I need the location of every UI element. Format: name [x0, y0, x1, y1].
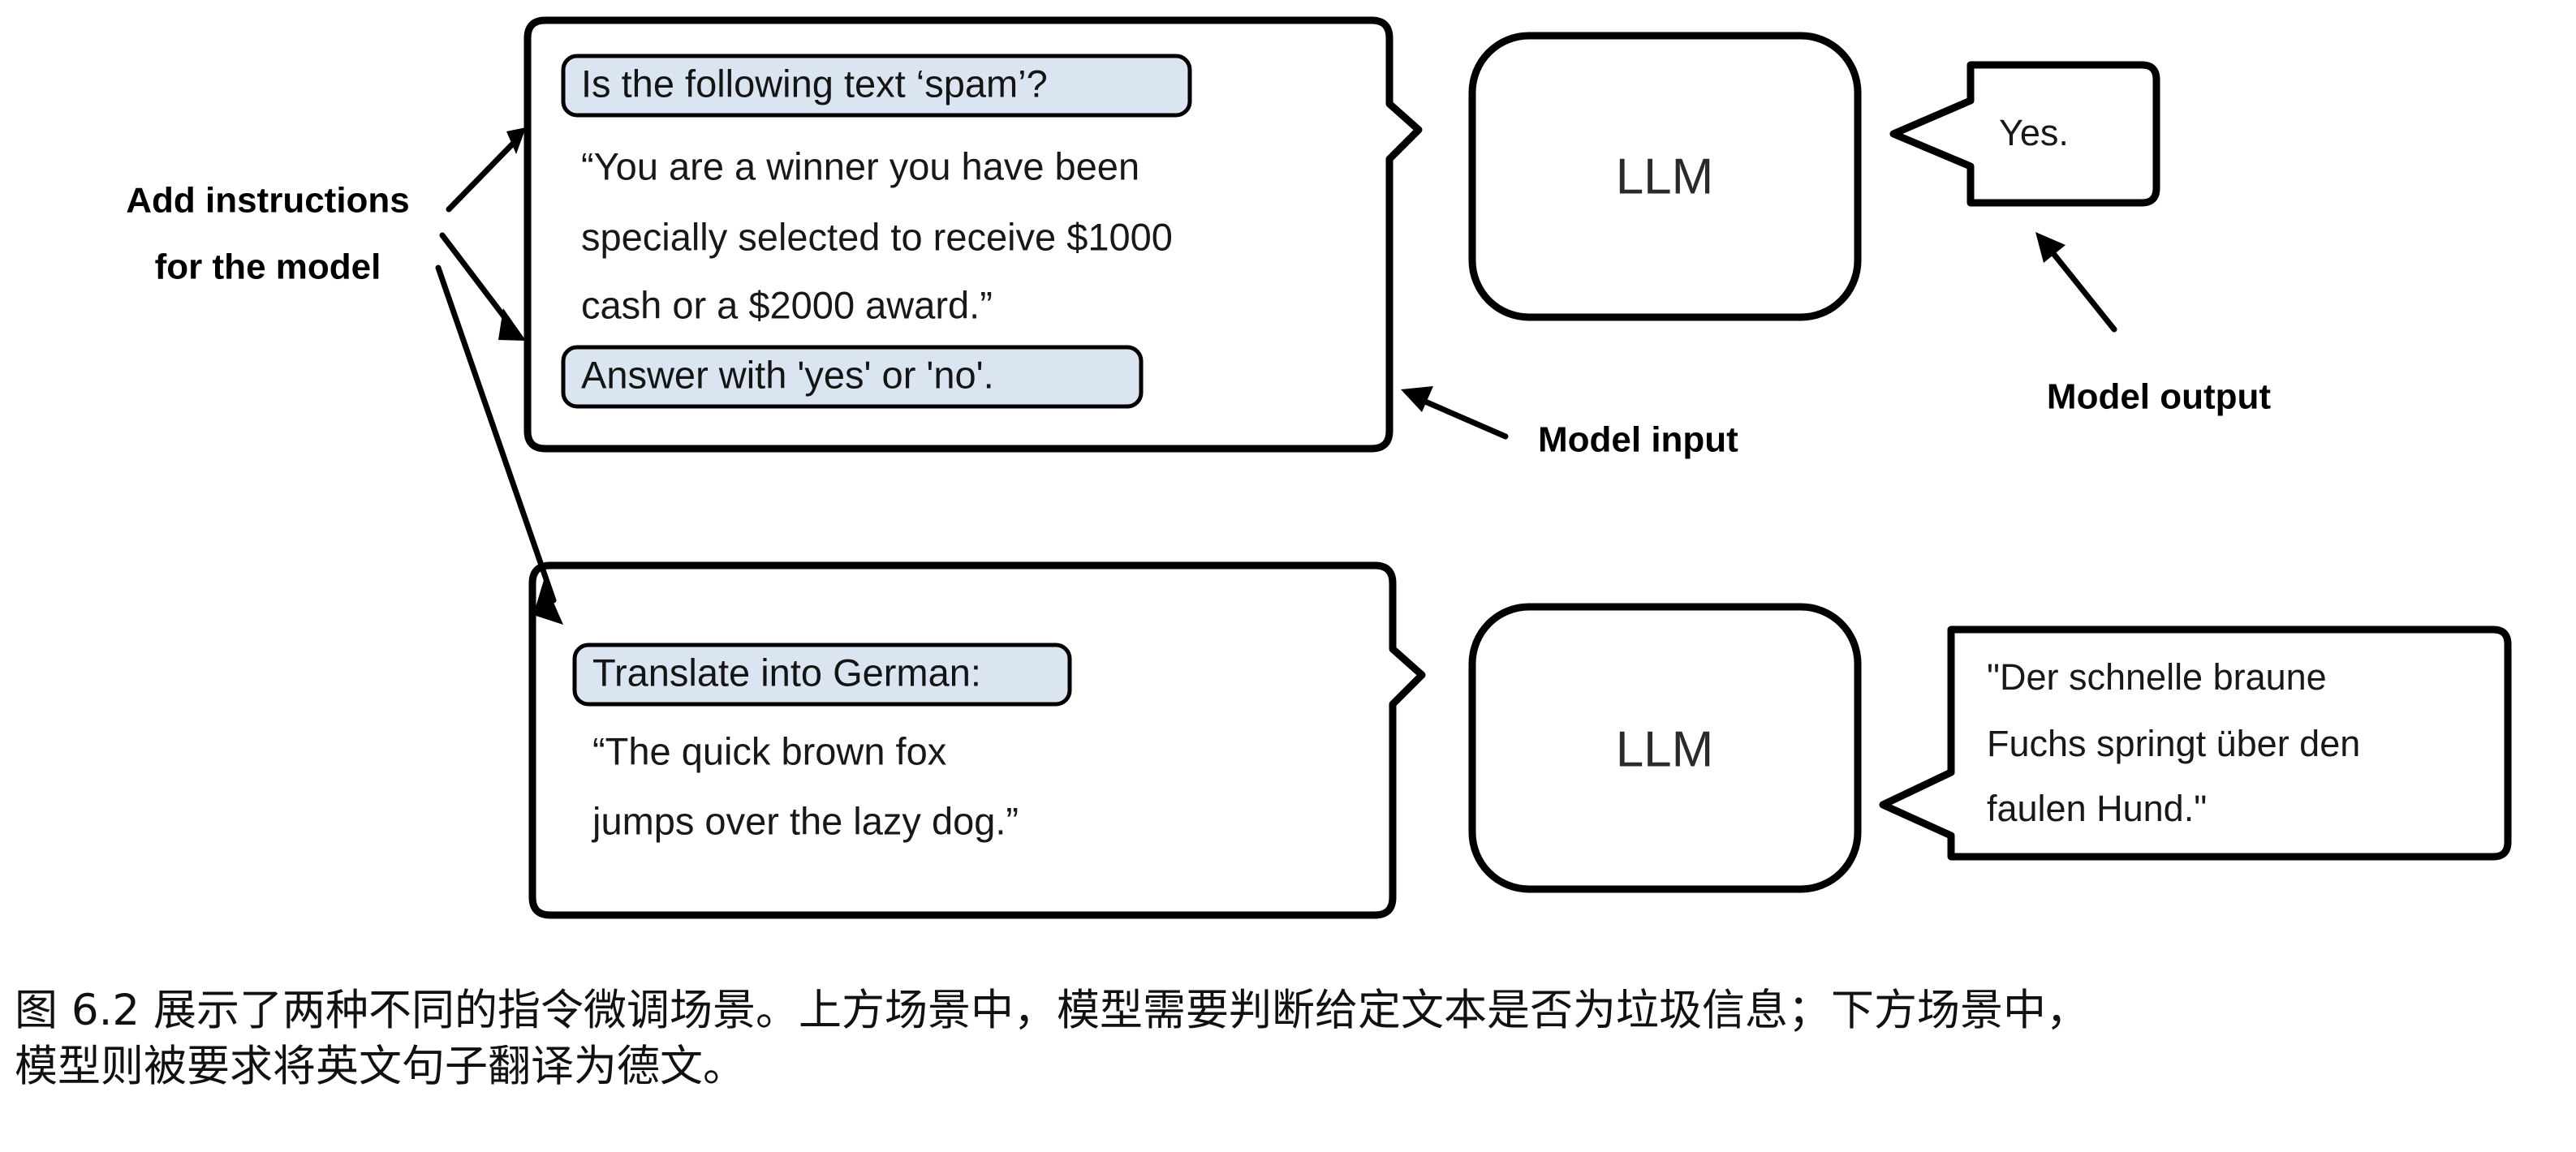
- model-output-bubble-german-line-1: "Der schnelle braune: [1987, 656, 2327, 698]
- llm-box-spam: LLM: [1468, 32, 1862, 321]
- arrow-to-instruction-pill-spam-top: [446, 127, 526, 213]
- instruction-pill-translate: Translate into German:: [572, 643, 1072, 707]
- model-input-annotation: Model input: [1401, 386, 1738, 460]
- model-output-label: Model output: [2047, 377, 2271, 417]
- llm-box-spam-label: LLM: [1616, 148, 1714, 204]
- instruction-pill-translate-label: Translate into German:: [592, 651, 981, 694]
- figure-caption-line-1: 图 6.2 展示了两种不同的指令微调场景。上方场景中，模型需要判断给定文本是否为…: [15, 986, 2089, 1035]
- arrow-to-instruction-pill-translate: [435, 264, 563, 625]
- llm-box-translate-label: LLM: [1616, 721, 1714, 777]
- input-body-line-2: specially selected to receive $1000: [581, 215, 1173, 258]
- add-instructions-label-line-2: for the model: [155, 247, 381, 287]
- figure-caption-line-2: 模型则被要求将英文句子翻译为德文。: [15, 1041, 746, 1091]
- instruction-pill-spam-bottom: Answer with 'yes' or 'no'.: [561, 345, 1144, 409]
- model-output-bubble-yes: Yes.: [1889, 61, 2160, 207]
- instruction-pill-spam-top: Is the following text ‘spam’?: [561, 54, 1192, 118]
- translate-body-line-1: “The quick brown fox: [592, 729, 946, 772]
- model-input-label: Model input: [1538, 420, 1738, 460]
- model-output-annotation: Model output: [2035, 232, 2271, 417]
- llm-box-translate: LLM: [1468, 603, 1862, 893]
- model-input-box-spam: [523, 16, 1423, 453]
- model-output-bubble-yes-line-1: Yes.: [1999, 112, 2069, 153]
- arrow-to-instruction-pill-spam-bottom: [439, 232, 526, 341]
- figure-caption: 图 6.2 展示了两种不同的指令微调场景。上方场景中，模型需要判断给定文本是否为…: [15, 983, 2563, 1095]
- model-output-bubble-german-line-3: faulen Hund.": [1987, 788, 2207, 829]
- translate-body-line-2: jumps over the lazy dog.”: [591, 799, 1019, 842]
- instruction-pill-spam-bottom-label: Answer with 'yes' or 'no'.: [581, 353, 994, 396]
- input-body-line-3: cash or a $2000 award.”: [581, 283, 993, 326]
- model-output-bubble-german-line-2: Fuchs springt über den: [1987, 723, 2360, 764]
- model-output-bubble-german: "Der schnelle braune Fuchs springt über …: [1879, 625, 2512, 861]
- add-instructions-label-line-1: Add instructions: [126, 181, 410, 221]
- input-body-line-1: “You are a winner you have been: [581, 144, 1139, 187]
- instruction-pill-spam-top-label: Is the following text ‘spam’?: [581, 62, 1048, 105]
